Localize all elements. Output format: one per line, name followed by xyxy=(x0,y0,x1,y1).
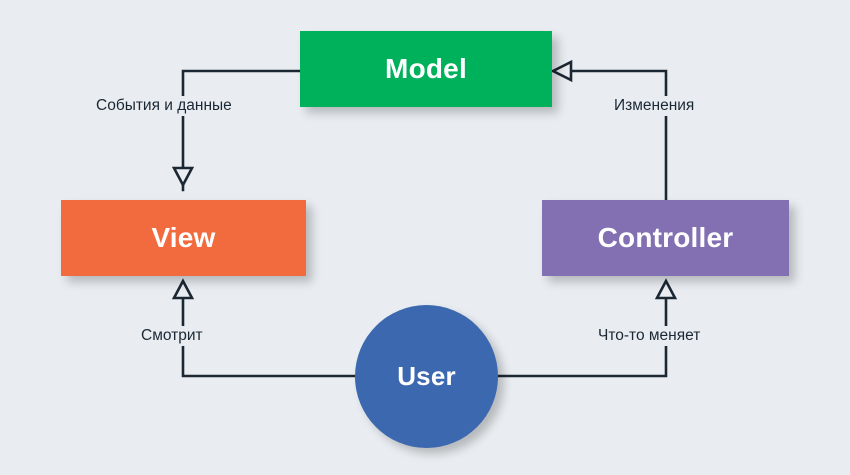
edge-label-user-to-view: Смотрит xyxy=(137,326,207,346)
edge-controller-to-model-line xyxy=(563,69,668,202)
edge-user-to-view-line xyxy=(181,290,357,378)
arrowhead-into-view-bottom xyxy=(171,278,195,300)
node-user-label: User xyxy=(397,361,456,391)
node-model[interactable]: Model xyxy=(300,31,552,107)
node-view-label: View xyxy=(151,222,216,253)
node-model-label: Model xyxy=(385,53,467,84)
node-controller-label: Controller xyxy=(597,222,734,253)
edge-label-user-to-controller: Что-то меняет xyxy=(594,326,705,346)
node-controller[interactable]: Controller xyxy=(542,200,789,276)
edge-user-to-controller-line xyxy=(496,290,668,378)
arrowhead-into-view-top xyxy=(171,166,195,188)
arrowhead-into-controller-bottom xyxy=(654,278,678,300)
edge-model-to-view-line xyxy=(181,69,302,192)
edge-label-model-to-view: События и данные xyxy=(92,96,236,116)
arrowhead-into-model-right xyxy=(550,59,573,83)
edge-label-controller-to-model: Изменения xyxy=(610,96,699,116)
node-user[interactable]: User xyxy=(355,305,498,448)
node-view[interactable]: View xyxy=(61,200,306,276)
